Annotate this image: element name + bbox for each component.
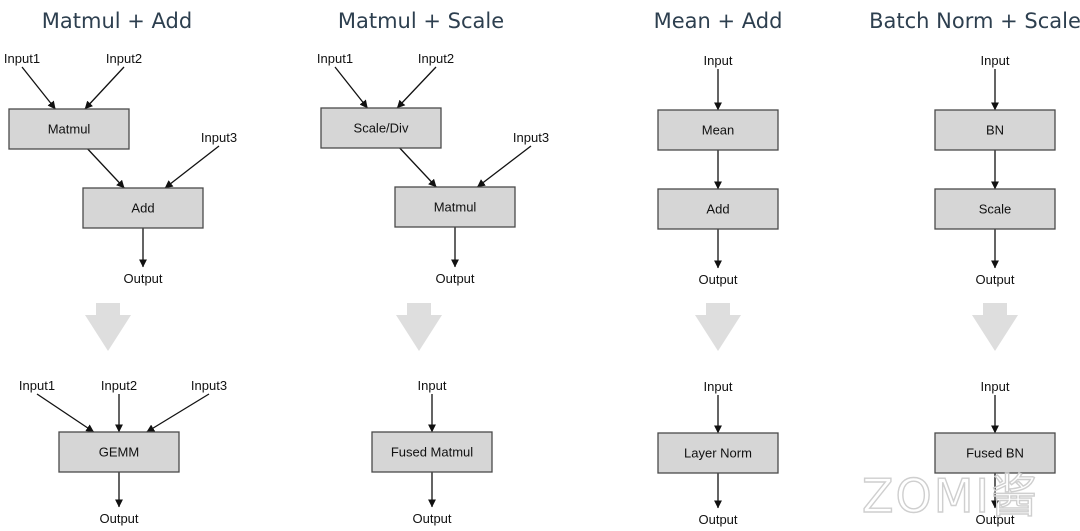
panel-title-matmul-scale: Matmul + Scale xyxy=(338,9,504,33)
p4-before-scale-label: Scale xyxy=(979,202,1012,217)
panel-title-matmul-add: Matmul + Add xyxy=(42,9,192,33)
p3-fusion-arrow-icon xyxy=(695,303,741,351)
p2-before-input1-label: Input1 xyxy=(317,51,353,66)
p2-before-edge-in1-to-scale xyxy=(334,66,368,109)
p3-before-mean-box xyxy=(657,109,779,151)
p1-after-input1-label: Input1 xyxy=(19,378,55,393)
p3-before-add-node: Add xyxy=(657,188,779,230)
p4-before-bn-box xyxy=(934,109,1056,151)
p1-after-edge-in1-to-gemm xyxy=(36,393,95,433)
p4-before-output-label: Output xyxy=(975,272,1014,287)
p4-before-bn-label: BN xyxy=(986,123,1004,138)
p2-after-fused-matmul-label: Fused Matmul xyxy=(391,445,473,460)
p4-fusion-arrow-icon xyxy=(972,303,1018,351)
p3-before-output-label: Output xyxy=(698,272,737,287)
p2-before-scale-div-node: Scale/Div xyxy=(320,107,442,149)
p2-fusion-arrow-icon xyxy=(396,303,442,351)
p3-before-input-label: Input xyxy=(704,53,733,68)
p1-before-edge-matmul-to-add xyxy=(87,148,125,189)
p3-before-mean-label: Mean xyxy=(702,123,735,138)
p1-before-input1-label: Input1 xyxy=(4,51,40,66)
p4-after-fused-bn-label: Fused BN xyxy=(966,446,1024,461)
p1-before-matmul-node: Matmul xyxy=(8,108,130,150)
p3-after-layer-norm-node: Layer Norm xyxy=(657,432,779,474)
p2-before-edge-scale-to-matmul xyxy=(399,147,437,188)
p1-before-matmul-label: Matmul xyxy=(48,122,91,137)
p1-before-edge-in1-to-matmul xyxy=(21,66,56,110)
p2-after-fused-matmul-box xyxy=(371,431,493,473)
p3-after-input-label: Input xyxy=(704,379,733,394)
p1-after-output-label: Output xyxy=(99,511,138,526)
p1-before-matmul-box xyxy=(8,108,130,150)
p3-after-layer-norm-box xyxy=(657,432,779,474)
p1-before-edge-in3-to-add xyxy=(164,145,220,189)
p2-before-matmul-node: Matmul xyxy=(394,186,516,228)
p2-before-scale-div-label: Scale/Div xyxy=(354,121,409,136)
p2-before-matmul-box xyxy=(394,186,516,228)
p1-before-output-label: Output xyxy=(123,271,162,286)
p1-after-gemm-label: GEMM xyxy=(99,445,139,460)
p3-after-layer-norm-label: Layer Norm xyxy=(684,446,752,461)
p2-before-matmul-label: Matmul xyxy=(434,200,477,215)
watermark-logo: ZOMI酱 xyxy=(862,469,1039,523)
p1-after-edge-in3-to-gemm xyxy=(146,393,210,433)
panel-title-mean-add: Mean + Add xyxy=(654,9,783,33)
p4-before-bn-node: BN xyxy=(934,109,1056,151)
p4-after-fused-bn-box xyxy=(934,432,1056,474)
p1-before-edge-in2-to-matmul xyxy=(84,66,125,110)
p2-after-output-label: Output xyxy=(412,511,451,526)
p1-after-gemm-box xyxy=(58,431,180,473)
p4-after-input-label: Input xyxy=(981,379,1010,394)
edges-layer xyxy=(21,66,999,509)
p2-before-scale-div-box xyxy=(320,107,442,149)
p3-after-output-label: Output xyxy=(698,512,737,527)
p2-before-input3-label: Input3 xyxy=(513,130,549,145)
p1-fusion-arrow-icon xyxy=(85,303,131,351)
panel-title-batchnorm-scale: Batch Norm + Scale xyxy=(869,9,1080,33)
p2-after-input-label: Input xyxy=(418,378,447,393)
p3-before-add-label: Add xyxy=(706,202,729,217)
p1-after-input2-label: Input2 xyxy=(101,378,137,393)
p2-before-output-label: Output xyxy=(435,271,474,286)
p1-before-add-box xyxy=(82,187,204,229)
p4-before-input-label: Input xyxy=(981,53,1010,68)
fusion-arrows-layer xyxy=(85,303,1018,351)
p1-after-gemm-node: GEMM xyxy=(58,431,180,473)
p1-before-add-node: Add xyxy=(82,187,204,229)
p4-before-scale-box xyxy=(934,188,1056,230)
p1-before-input2-label: Input2 xyxy=(106,51,142,66)
p1-before-add-label: Add xyxy=(131,201,154,216)
p4-after-output-label: Output xyxy=(975,512,1014,527)
p1-before-input3-label: Input3 xyxy=(201,130,237,145)
p3-before-mean-node: Mean xyxy=(657,109,779,151)
p2-before-input2-label: Input2 xyxy=(418,51,454,66)
p2-before-edge-in3-to-matmul xyxy=(476,145,532,188)
p2-before-edge-in2-to-scale xyxy=(396,66,437,109)
p3-before-add-box xyxy=(657,188,779,230)
p2-after-fused-matmul-node: Fused Matmul xyxy=(371,431,493,473)
p4-before-scale-node: Scale xyxy=(934,188,1056,230)
p4-after-fused-bn-node: Fused BN xyxy=(934,432,1056,474)
p1-after-input3-label: Input3 xyxy=(191,378,227,393)
